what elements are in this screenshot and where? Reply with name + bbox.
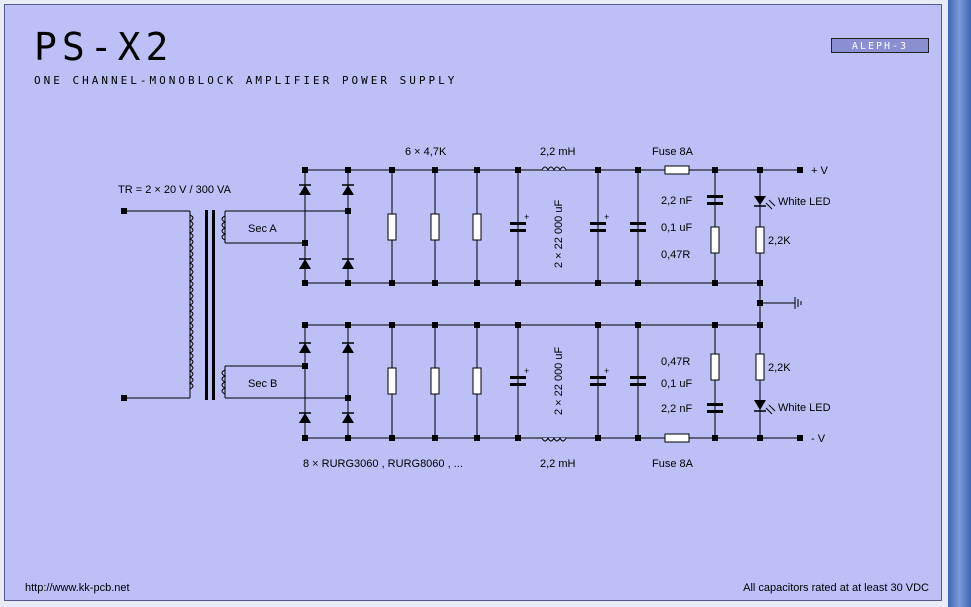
transformer — [188, 210, 227, 400]
aleph-badge: ALEPH-3 — [831, 38, 929, 53]
top-2n2-label: 2,2 nF — [661, 195, 692, 207]
sec-a-label: Sec A — [248, 223, 277, 235]
led-icon — [754, 196, 776, 210]
resistor-icon — [387, 213, 397, 241]
resistor-icon — [430, 367, 440, 395]
fuse-bottom-label: Fuse 8A — [652, 458, 694, 470]
plus-v-label: + V — [811, 165, 828, 177]
fuse-top-label: Fuse 8A — [652, 146, 694, 158]
resistor-icon — [472, 367, 482, 395]
electrolytic-capacitor-icon — [590, 366, 610, 386]
diode-icon — [341, 258, 355, 270]
sec-b-label: Sec B — [248, 378, 277, 390]
r2k2-top-label: 2,2K — [768, 235, 791, 247]
diode-icon — [298, 342, 312, 354]
resistor-icon — [755, 353, 765, 381]
ground-icon — [794, 297, 802, 309]
inductor-top-label: 2,2 mH — [540, 146, 576, 158]
cap-bank-bottom-label: 2 × 22 000 uF — [553, 347, 565, 415]
bot-2n2-label: 2,2 nF — [661, 403, 692, 415]
diodes-label: 8 × RURG3060 , RURG8060 , ... — [303, 458, 463, 470]
inductor-icon — [541, 166, 567, 172]
schematic-panel: PS-X2 ONE CHANNEL-MONOBLOCK AMPLIFIER PO… — [4, 4, 942, 601]
diode-icon — [341, 342, 355, 354]
page-subtitle: ONE CHANNEL-MONOBLOCK AMPLIFIER POWER SU… — [34, 74, 458, 87]
inductor-bottom-label: 2,2 mH — [540, 458, 576, 470]
footer-note: All capacitors rated at at least 30 VDC — [743, 582, 929, 594]
electrolytic-capacitor-icon — [590, 212, 610, 232]
diode-icon — [298, 258, 312, 270]
resistor-icon — [710, 226, 720, 254]
transformer-label: TR = 2 × 20 V / 300 VA — [118, 184, 232, 196]
resistors-label: 6 × 4,7K — [405, 146, 447, 158]
resistor-icon — [387, 367, 397, 395]
electrolytic-capacitor-icon — [510, 212, 530, 232]
cap-bank-top-label: 2 × 22 000 uF — [553, 200, 565, 268]
desktop-edge — [948, 0, 971, 607]
led-icon — [754, 400, 776, 415]
diode-icon — [341, 184, 355, 196]
bot-0u1-label: 0,1 uF — [661, 378, 692, 390]
fuse-icon — [664, 165, 690, 175]
top-047r-label: 0,47R — [661, 249, 690, 261]
fuse-icon — [664, 433, 690, 443]
minus-v-label: - V — [811, 433, 826, 445]
r2k2-bottom-label: 2,2K — [768, 362, 791, 374]
top-0u1-label: 0,1 uF — [661, 222, 692, 234]
resistor-icon — [755, 226, 765, 254]
resistor-icon — [472, 213, 482, 241]
white-led-top-label: White LED — [778, 196, 831, 208]
wires — [124, 169, 800, 439]
inductor-icon — [541, 436, 567, 442]
diode-icon — [298, 412, 312, 424]
resistor-icon — [430, 213, 440, 241]
junction-dots — [121, 167, 803, 441]
footer-url[interactable]: http://www.kk-pcb.net — [25, 582, 130, 594]
diode-icon — [298, 184, 312, 196]
diode-icon — [341, 412, 355, 424]
white-led-bottom-label: White LED — [778, 402, 831, 414]
electrolytic-capacitor-icon — [510, 366, 530, 386]
bot-047r-label: 0,47R — [661, 356, 690, 368]
resistor-icon — [710, 353, 720, 381]
page-title: PS-X2 — [34, 25, 174, 69]
